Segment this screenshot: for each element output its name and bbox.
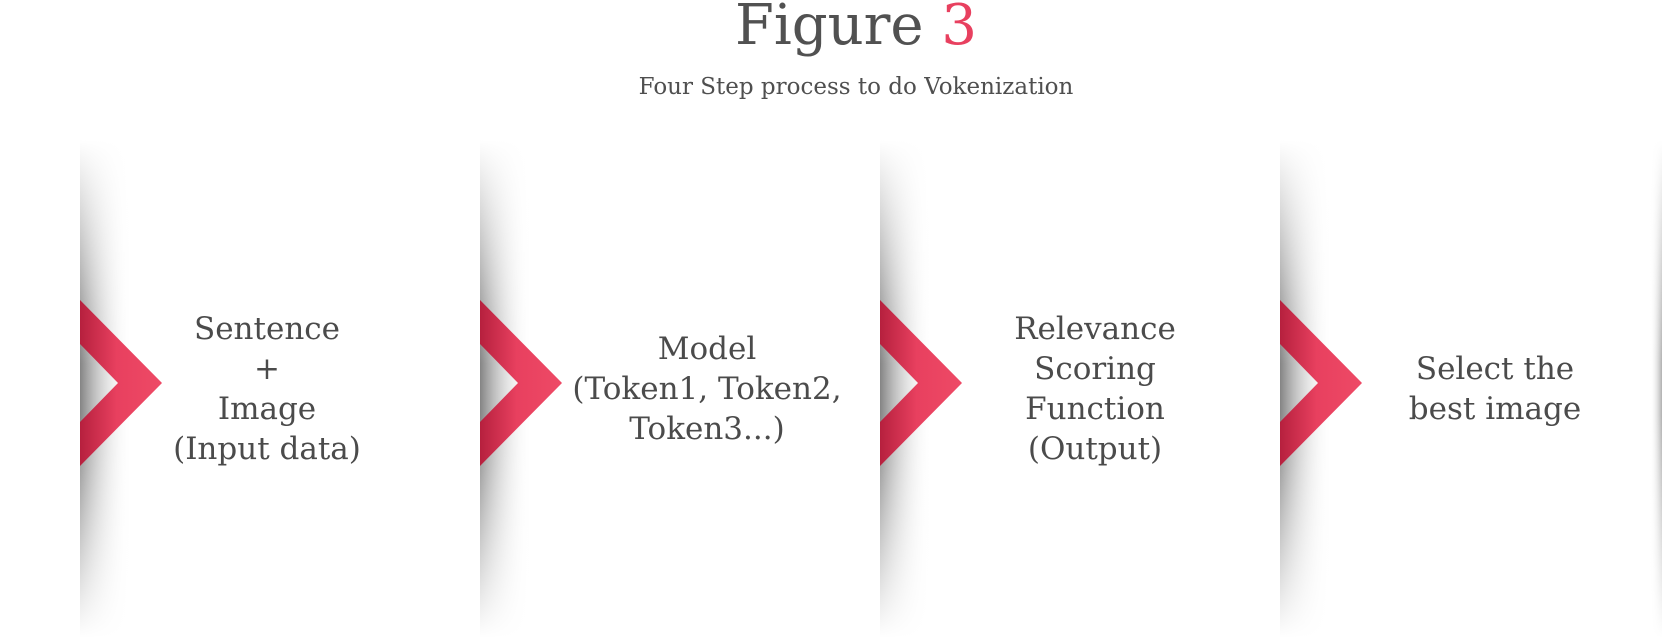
figure-subtitle: Four Step process to do Vokenization bbox=[638, 74, 1074, 100]
step-4-chevron-icon bbox=[1280, 300, 1362, 466]
step-1-label: Sentence + Image (Input data) bbox=[173, 311, 361, 467]
figure-title-number: 3 bbox=[941, 0, 978, 58]
end-divider-shadow bbox=[1650, 140, 1662, 638]
step-4-label: Select the best image bbox=[1408, 351, 1582, 427]
figure-title-word: Figure bbox=[734, 0, 924, 58]
figure-title: Figure 3 bbox=[0, 0, 1662, 58]
step-2-label: Model (Token1, Token2, Token3...) bbox=[572, 331, 842, 447]
step-1-chevron-icon bbox=[80, 300, 162, 466]
step-3-label: Relevance Scoring Function (Output) bbox=[1014, 311, 1176, 467]
step-2-chevron-icon bbox=[480, 300, 562, 466]
step-3-chevron-icon bbox=[880, 300, 962, 466]
